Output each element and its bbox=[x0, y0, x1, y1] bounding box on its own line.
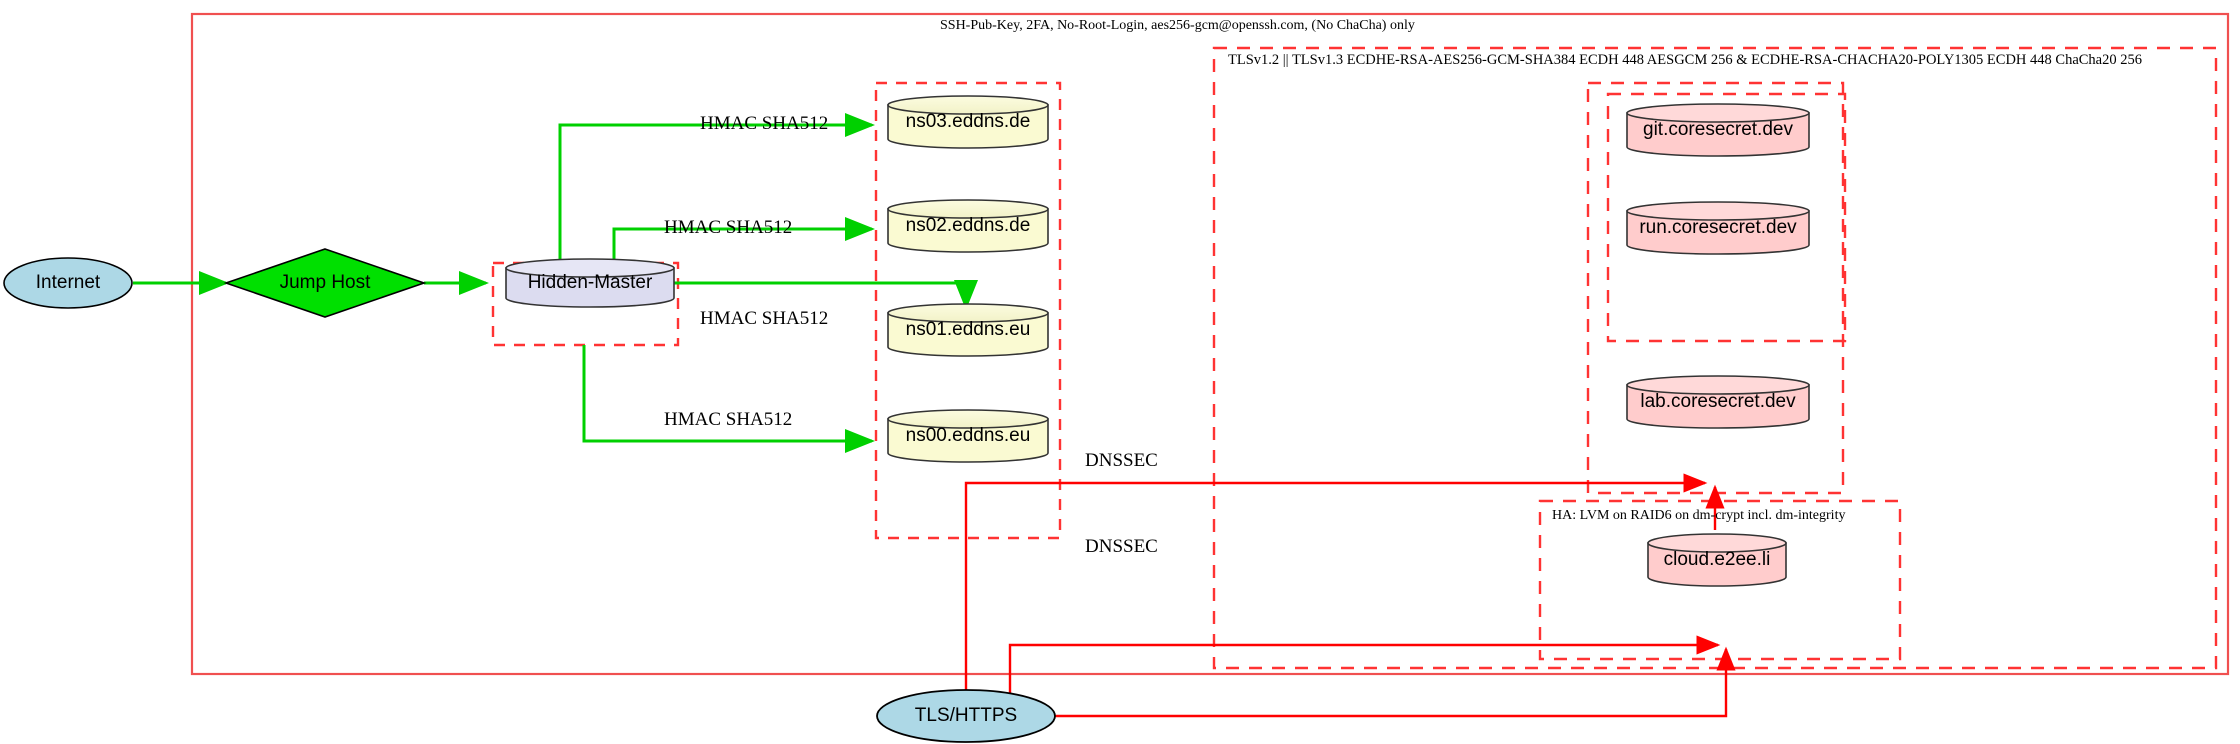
node-cloud-label[interactable]: cloud.e2ee.li bbox=[1663, 549, 1771, 570]
ssh-boundary-label: SSH-Pub-Key, 2FA, No-Root-Login, aes256-… bbox=[940, 18, 1415, 33]
node-lab-label[interactable]: lab.coresecret.dev bbox=[1640, 391, 1796, 412]
node-run-shape bbox=[1626, 201, 1810, 255]
node-cloud-shape bbox=[1647, 533, 1787, 587]
node-run-label[interactable]: run.coresecret.dev bbox=[1639, 217, 1797, 238]
edge-label-hmac-ns03: HMAC SHA512 bbox=[700, 113, 829, 134]
edge-tlshttps-coresecret bbox=[964, 473, 1708, 700]
node-lab-shape bbox=[1626, 375, 1810, 429]
edge-label-dnssec-upper: DNSSEC bbox=[1085, 450, 1158, 471]
node-internet-label[interactable]: Internet bbox=[35, 272, 101, 293]
edge-hm-ns00 bbox=[582, 345, 875, 453]
node-ns03-label[interactable]: ns03.eddns.de bbox=[905, 111, 1031, 132]
ha-cluster-label: HA: LVM on RAID6 on dm-crypt incl. dm-in… bbox=[1552, 508, 1846, 523]
edge-label-hmac-ns02: HMAC SHA512 bbox=[664, 217, 793, 238]
node-tlshttps-label[interactable]: TLS/HTTPS bbox=[914, 705, 1018, 726]
node-internet-shape bbox=[3, 257, 133, 309]
hidden-master-box bbox=[491, 261, 680, 347]
node-jumphost-label[interactable]: Jump Host bbox=[279, 272, 371, 293]
node-hiddenmaster-label[interactable]: Hidden-Master bbox=[527, 272, 653, 293]
node-ns00-label[interactable]: ns00.eddns.eu bbox=[905, 425, 1031, 446]
edge-label-dnssec-lower: DNSSEC bbox=[1085, 536, 1158, 557]
node-jumphost-shape bbox=[223, 248, 427, 318]
tls-cluster-box bbox=[1212, 46, 2218, 670]
edge-hm-ns02 bbox=[612, 217, 875, 268]
ssh-boundary-box bbox=[190, 12, 2230, 676]
edge-hm-ns01 bbox=[672, 280, 978, 310]
node-ns01-label[interactable]: ns01.eddns.eu bbox=[905, 319, 1031, 340]
tls-cluster-label: TLSv1.2 || TLSv1.3 ECDHE-RSA-AES256-GCM-… bbox=[1228, 52, 2142, 68]
node-ns02-shape bbox=[887, 199, 1049, 253]
node-git-shape bbox=[1626, 103, 1810, 157]
edge-label-hmac-ns01: HMAC SHA512 bbox=[700, 308, 829, 329]
dns-servers-box bbox=[874, 81, 1062, 540]
node-git-label[interactable]: git.coresecret.dev bbox=[1643, 119, 1793, 140]
edge-hm-ns03 bbox=[558, 113, 875, 268]
node-ns02-label[interactable]: ns02.eddns.de bbox=[905, 215, 1031, 236]
node-ns01-shape bbox=[887, 303, 1049, 357]
edge-label-hmac-ns00: HMAC SHA512 bbox=[664, 409, 793, 430]
node-ns00-shape bbox=[887, 409, 1049, 463]
coresecret-inner-box bbox=[1606, 92, 1847, 343]
node-tlshttps-shape bbox=[876, 689, 1056, 743]
edge-tlshttps-ha bbox=[1008, 635, 1721, 700]
node-ns03-shape bbox=[887, 95, 1049, 149]
edge-tlshttps-right bbox=[1055, 690, 1728, 718]
node-hiddenmaster-shape bbox=[505, 258, 675, 308]
